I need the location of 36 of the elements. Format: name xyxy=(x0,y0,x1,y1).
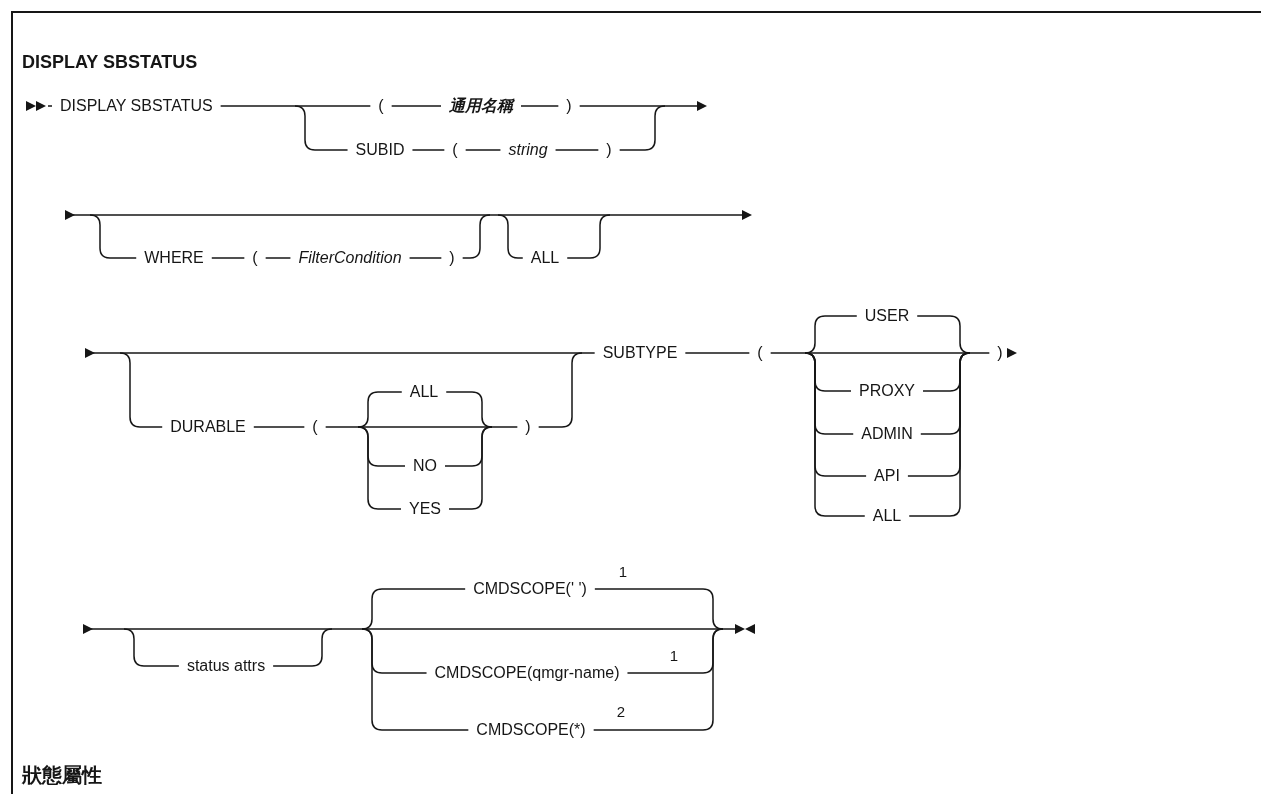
section-heading: 狀態屬性 xyxy=(22,763,102,787)
parenthesis: ( xyxy=(757,343,763,363)
syntax-keyword: ALL xyxy=(530,248,560,268)
variable-name: string xyxy=(508,140,548,160)
syntax-keyword: USER xyxy=(864,306,910,326)
parenthesis: ( xyxy=(312,417,318,437)
footnote-number: 2 xyxy=(616,703,626,721)
parenthesis: ( xyxy=(452,140,458,160)
syntax-keyword: DISPLAY SBSTATUS xyxy=(60,96,213,116)
syntax-keyword: CMDSCOPE(qmgr-name) xyxy=(434,663,620,683)
footnote-number: 1 xyxy=(669,647,679,665)
parenthesis: ) xyxy=(997,343,1003,363)
syntax-keyword: SUBID xyxy=(355,140,405,160)
syntax-keyword: DURABLE xyxy=(170,417,246,437)
syntax-keyword: YES xyxy=(409,499,441,519)
parenthesis: ) xyxy=(566,96,572,116)
syntax-keyword: ALL xyxy=(872,506,902,526)
syntax-keyword: status attrs xyxy=(186,656,266,676)
syntax-keyword: ALL xyxy=(409,382,439,402)
syntax-keyword: PROXY xyxy=(859,381,915,401)
syntax-keyword: NO xyxy=(413,456,437,476)
syntax-keyword: API xyxy=(874,466,900,486)
parenthesis: ) xyxy=(606,140,612,160)
variable-name: 通用名稱 xyxy=(449,96,513,116)
parenthesis: ) xyxy=(525,417,531,437)
syntax-keyword: WHERE xyxy=(144,248,204,268)
diagram-title: DISPLAY SBSTATUS xyxy=(22,52,198,73)
syntax-keyword: ADMIN xyxy=(861,424,913,444)
footnote-number: 1 xyxy=(618,563,628,581)
syntax-keyword: SUBTYPE xyxy=(602,343,678,363)
parenthesis: ) xyxy=(449,248,455,268)
parenthesis: ( xyxy=(378,96,384,116)
parenthesis: ( xyxy=(252,248,258,268)
syntax-keyword: CMDSCOPE(*) xyxy=(476,720,586,740)
variable-name: FilterCondition xyxy=(298,248,402,268)
syntax-keyword: CMDSCOPE(' ') xyxy=(473,579,587,599)
